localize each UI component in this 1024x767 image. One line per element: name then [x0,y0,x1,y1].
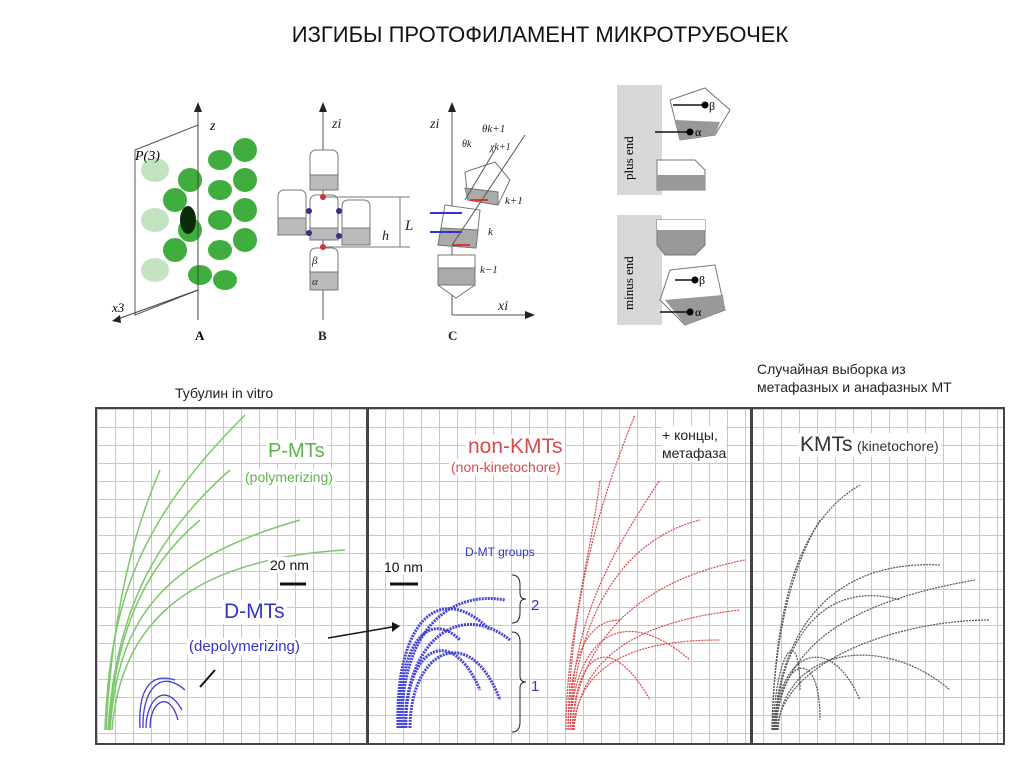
panel-a-3d-model: z P(3) x3 A [111,102,257,343]
plus-minus-end-diagram: β α β α plus end minus end [617,85,731,326]
group-1-label: 1 [531,678,540,695]
kmt-traces [771,484,991,731]
p-mts-sublabel: (polymerizing) [243,469,335,485]
panel-divider [366,407,369,745]
kmts-label: KMTs (kinetochore) [798,433,941,457]
plus-ends-line2: метафаза [662,445,727,461]
protofilament-schematic: z P(3) x3 A L h zi β α B zi xi θk+1 [111,102,535,343]
axis-zi-c: zi [429,117,439,132]
minus-end-beta: β [699,273,705,287]
panel-divider [750,407,753,745]
slide-title: ИЗГИБЫ ПРОТОФИЛАМЕНТ МИКРОТРУБОЧЕК [291,22,789,47]
panel-label-c: C [448,328,457,343]
sample-caption: Случайная выборка из метафазных и анафаз… [757,360,952,396]
scale-label-10nm: 10 nm [382,559,425,575]
length-l: L [404,218,413,234]
minus-end-label: minus end [621,256,636,310]
d-mts-label: D-MTs [222,600,287,624]
plus-ends-line1: + концы, [662,427,718,443]
d-mt-small-traces [139,677,186,729]
sample-caption-line1: Случайная выборка из [757,361,906,377]
panel-label-b: B [318,328,327,343]
axis-xi: xi [497,299,508,314]
scale-label-20nm: 20 nm [268,557,311,573]
panel-b-lattice: L h zi β α B [277,102,413,343]
p-mts-label: P-MTs [266,440,327,463]
chi-k1: χk+1 [489,142,511,153]
kmts-title: KMTs [800,433,853,456]
plane-label: P(3) [134,149,160,164]
plus-end-beta: β [709,99,715,113]
sample-caption-line2: метафазных и анафазных МТ [757,379,952,395]
axis-z: z [209,119,216,134]
in-vitro-caption: Тубулин in vitro [175,385,274,401]
non-kmt-traces [565,414,746,731]
plus-ends-caption: + концы, метафаза [662,426,727,462]
kmts-sublabel: (kinetochore) [856,438,939,454]
label-k-plus-1: k+1 [505,195,523,207]
non-kmts-sublabel: (non-kinetochore) [449,459,563,475]
minus-end-alpha: α [695,305,702,319]
d-mt-groups-label: D-MT groups [465,545,535,559]
plus-end-label: plus end [621,136,636,180]
label-k-minus-1: k−1 [480,264,498,276]
beta-label: β [311,255,318,267]
panel-c-bending: zi xi θk+1 θk χk+1 k+1 k k−1 C [429,102,535,343]
arrow-to-dmt [199,669,216,688]
theta-k1: θk+1 [482,123,505,135]
theta-k: θk [462,139,472,150]
d-mt-group-traces [396,597,511,729]
label-k: k [488,226,494,238]
group-2-label: 2 [531,597,540,614]
axis-x3: x3 [111,300,125,315]
plus-end-alpha: α [695,125,702,139]
alpha-label: α [312,276,318,288]
non-kmts-label: non-KMTs [466,435,565,459]
d-mts-sublabel: (depolymerizing) [187,638,302,655]
axis-zi-b: zi [331,117,341,132]
offset-h: h [382,229,389,244]
panel-label-a: A [195,328,205,343]
arrow-to-groups [327,626,393,639]
